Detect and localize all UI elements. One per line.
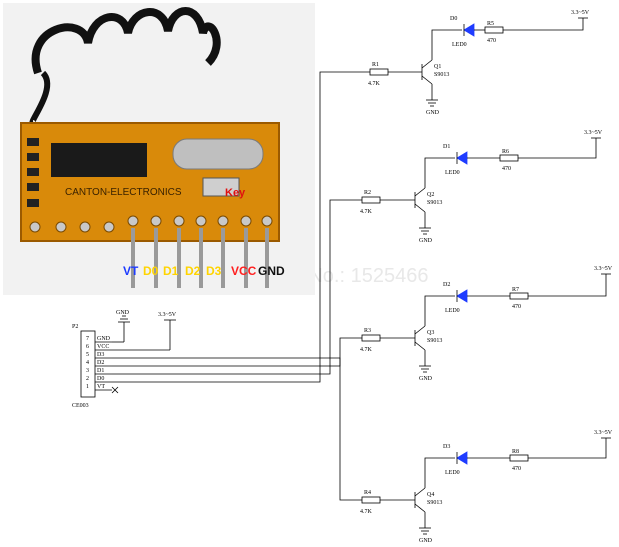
vcc-label: 3.3~5V [594,266,613,272]
pin-net: D0 [97,376,104,382]
base-resistor-value: 4.7K [368,81,381,87]
led-ref: D2 [443,282,450,288]
pin-label-d1: D1 [163,264,179,278]
pin-num: 4 [86,360,89,366]
transistor-ref: Q4 [427,492,434,498]
base-resistor [361,196,381,204]
led-icon [463,23,475,37]
vcc-label: 3.3~5V [571,10,590,16]
led-resistor-value: 470 [502,166,511,172]
led-resistor-ref: R5 [487,21,494,27]
led-ref: D1 [443,144,450,150]
led-label: LED0 [452,42,467,48]
led-icon [456,151,468,165]
ic-chip [51,143,147,177]
pin-label-vcc: VCC [231,264,257,278]
header-pins [131,228,269,288]
pin-label-d0: D0 [143,264,159,278]
led-icon [456,289,468,303]
transistor-ref: Q3 [427,330,434,336]
led-resistor-value: 470 [512,304,521,310]
led-label: LED0 [445,308,460,314]
led-resistor-value: 470 [487,38,496,44]
connector-ref: P2 [72,324,78,330]
transistor-ref: Q2 [427,192,434,198]
led-resistor [484,26,504,34]
led-ref: D3 [443,444,450,450]
pin-num: 5 [86,352,89,358]
led-resistor [509,454,529,462]
led-resistor [509,292,529,300]
key-button [202,177,240,197]
led-resistor-ref: R7 [512,287,519,293]
led-resistor-ref: R6 [502,149,509,155]
led-resistor-ref: R8 [512,449,519,455]
pin-net: VT [97,384,105,390]
pin-net: D3 [97,352,104,358]
pin-num: 2 [86,376,89,382]
led-resistor [499,154,519,162]
base-resistor [369,68,389,76]
pin-label-d3: D3 [206,264,222,278]
transistor-type: S9013 [434,72,449,78]
pin-num: 7 [86,336,89,342]
connector-vcc-label: 3.3~5V [158,312,177,318]
antenna-coil [29,7,221,126]
base-resistor [361,334,381,342]
silk-brand: CANTON-ELECTRONICS [65,187,182,198]
pin-net: D2 [97,360,104,366]
pin-num: 6 [86,344,89,350]
base-resistor-ref: R4 [364,490,371,496]
pin-net: D1 [97,368,104,374]
vcc-label: 3.3~5V [584,130,603,136]
pin-net: GND [97,336,111,342]
pin-num: 3 [86,368,89,374]
bus-wires [112,71,370,501]
pin-net: VCC [97,344,109,350]
led-label: LED0 [445,470,460,476]
transistor-ref: Q1 [434,64,441,70]
connector-gnd-label: GND [116,310,130,316]
led-ref: D0 [450,16,457,22]
ground-label: GND [419,538,433,544]
ground-label: GND [426,110,440,116]
key-label: Key [225,187,246,199]
base-resistor-value: 4.7K [360,209,373,215]
pin-label-d2: D2 [185,264,201,278]
base-resistor-value: 4.7K [360,509,373,515]
transistor-type: S9013 [427,338,442,344]
transistor-type: S9013 [427,500,442,506]
led-resistor-value: 470 [512,466,521,472]
base-resistor-value: 4.7K [360,347,373,353]
led-label: LED0 [445,170,460,176]
led-icon [456,451,468,465]
ground-label: GND [419,376,433,382]
ground-label: GND [419,238,433,244]
base-resistor-ref: R1 [372,62,379,68]
crystal [172,138,264,170]
base-resistor-ref: R3 [364,328,371,334]
base-resistor [361,496,381,504]
base-resistor-ref: R2 [364,190,371,196]
vcc-label: 3.3~5V [594,430,613,436]
pin-num: 1 [86,384,89,390]
connector-name: CE003 [72,403,89,409]
pin-label-vt: VT [123,264,139,278]
transistor-type: S9013 [427,200,442,206]
connector-p2 [80,315,176,398]
pin-label-gnd: GND [258,264,285,278]
